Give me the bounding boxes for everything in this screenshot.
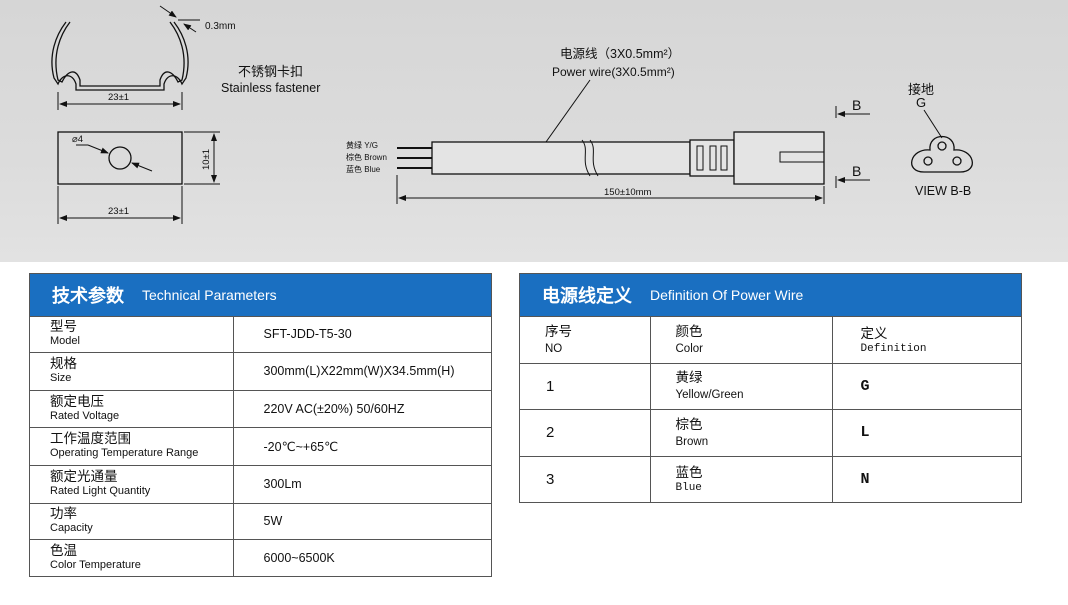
col-def-en: Definition [860,342,927,355]
width-dim-top [57,92,183,110]
ground-cn-label: 接地 [908,82,934,97]
height-dim [184,131,220,185]
param-value: 6000~6500K [232,538,491,576]
col-color-cn: 颜色 [675,323,703,340]
param-name-en: Operating Temperature Range [50,447,199,459]
wire-title-en: Definition Of Power Wire [650,287,804,303]
width-dim-bottom [57,186,183,224]
param-name-cn: 规格 [50,356,77,372]
col-def-cn: 定义 [860,325,888,342]
param-name-en: Rated Voltage [50,409,120,422]
wire-no: 2 [520,408,651,457]
wire-color-cn: 棕色 [675,416,703,433]
fastener-profile [51,21,189,91]
wire-def: N [831,455,1021,502]
length-label: 150±10mm [604,187,652,198]
wire-def: L [831,408,1021,457]
wire-title-cn: 电源线定义 [542,286,632,307]
wire-no: 3 [520,455,651,502]
wire-color-cn: 蓝色 [675,465,703,482]
wire-color-en: Yellow/Green [675,389,744,401]
cable [397,131,825,185]
param-value: 300Lm [232,464,491,504]
wire-color-en: Brown [675,435,709,448]
param-value: SFT-JDD-T5-30 [232,317,491,353]
param-name-en: Size [50,372,72,384]
wire-color-cn: 黄绿 [675,370,703,386]
width-bottom-label: 23±1 [108,206,129,217]
hole-dia-label: ⌀4 [72,134,83,145]
wire-def: G [831,362,1021,410]
wire-brown-label: 棕色 Brown [346,152,387,162]
tech-title-cn: 技术参数 [52,286,124,307]
col-no-cn: 序号 [545,323,572,340]
param-name-cn: 工作温度范围 [50,431,131,447]
fastener-cn-label: 不锈钢卡扣 [238,64,303,79]
param-name-cn: 色温 [50,542,77,559]
fastener-plate [57,131,183,185]
thickness-arrows [159,5,200,33]
param-name-en: Rated Light Quantity [50,485,151,497]
wire-color-en: Blue [675,482,702,495]
wire-no: 1 [520,362,651,410]
wire-blue-label: 蓝色 Blue [346,164,381,174]
section-b-top: B [852,97,861,113]
col-color-en: Color [675,342,703,355]
tech-header: 技术参数 Technical Parameters [30,274,491,317]
col-no-en: NO [545,342,563,355]
param-value: 5W [232,502,491,540]
tech-title-en: Technical Parameters [142,287,277,303]
view-label: VIEW B-B [915,184,971,198]
table-row: 2 棕色 Brown L [520,408,1021,457]
drawing-canvas: 0.3mm 23±1 不锈钢卡扣 Stainless fastener ⌀4 1… [51,5,973,224]
height-label: 10±1 [201,149,212,170]
fastener-en-label: Stainless fastener [221,81,320,95]
param-name-cn: 型号 [50,319,77,336]
param-name-cn: 功率 [50,506,77,522]
param-name-en: Capacity [50,522,93,534]
width-top-label: 23±1 [108,92,129,103]
table-row: 1 黄绿 Yellow/Green G [520,362,1021,410]
param-value: -20℃~+65℃ [232,426,491,466]
power-wire-definition-panel: 电源线定义 Definition Of Power Wire 序号 NO 颜色 Co… [519,273,1022,503]
length-dim [396,175,825,204]
plug-face-icon [911,136,973,173]
ground-letter: G [916,95,926,110]
param-name-cn: 额定电压 [50,393,104,410]
power-wire-cn: 电源线（3X0.5mm²） [560,47,680,61]
param-name-cn: 额定光通量 [50,469,118,485]
section-b-bottom: B [852,163,861,179]
param-name-en: Model [50,335,80,348]
wire-yg-label: 黄绿 Y/G [346,140,378,150]
param-value: 220V AC(±20%) 50/60HZ [232,389,491,428]
power-wire-en: Power wire(3X0.5mm²) [552,65,675,79]
technical-drawing: 0.3mm 23±1 不锈钢卡扣 Stainless fastener ⌀4 1… [0,0,1068,262]
mounting-hole [108,146,132,170]
param-value: 300mm(L)X22mm(W)X34.5mm(H) [232,351,491,391]
thickness-label: 0.3mm [205,21,236,32]
wire-header: 电源线定义 Definition Of Power Wire [520,274,1021,317]
param-name-en: Color Temperature [50,558,141,571]
section-markers [835,106,870,188]
